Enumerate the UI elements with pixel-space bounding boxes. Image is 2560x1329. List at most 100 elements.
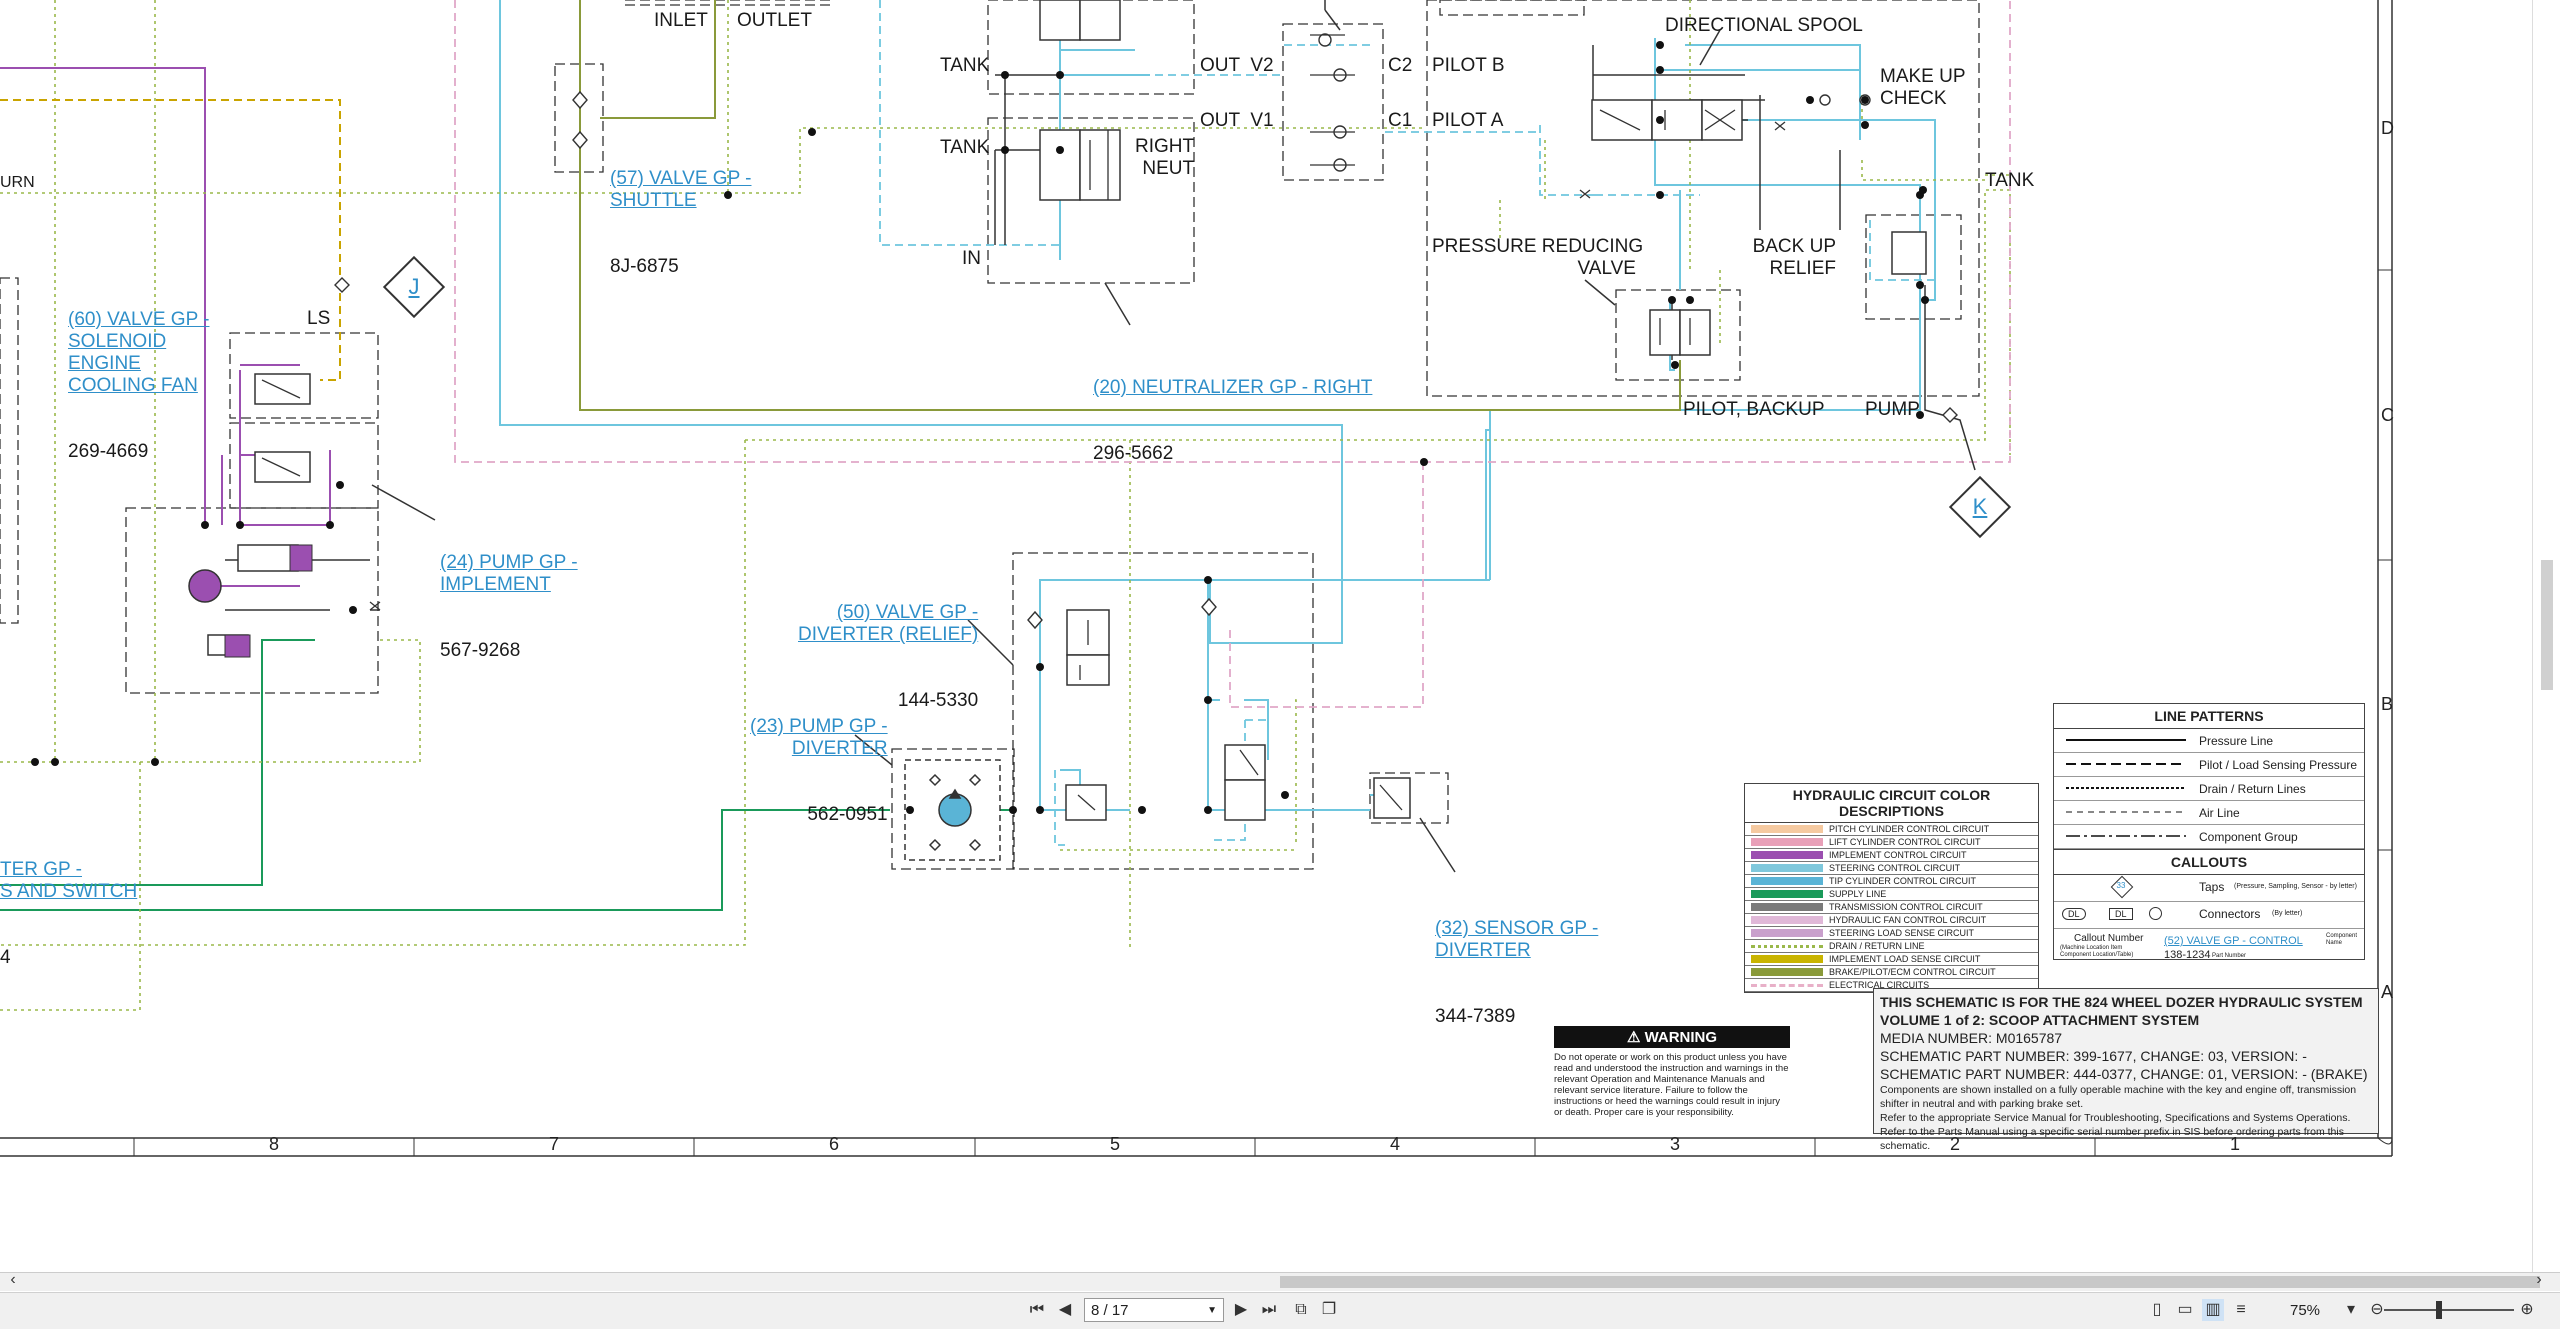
color-legend-row: STEERING LOAD SENSE CIRCUIT bbox=[1745, 927, 2038, 940]
line-patterns-title: LINE PATTERNS bbox=[2054, 704, 2364, 729]
info-line: SCHEMATIC PART NUMBER: 444-0377, CHANGE:… bbox=[1880, 1066, 2368, 1082]
scroll-right-arrow-icon[interactable]: › bbox=[2536, 1271, 2542, 1288]
first-page-icon[interactable]: ⏮ bbox=[1029, 1301, 1045, 1318]
chevron-down-icon[interactable]: ▼ bbox=[1207, 1305, 1217, 1316]
warning-box: ⚠ WARNING Do not operate or work on this… bbox=[1554, 1026, 1790, 1118]
grid-col-6: 6 bbox=[828, 1134, 839, 1154]
example-callout-label: Callout Number bbox=[2074, 933, 2144, 944]
viewer-toolbar: ⏮ ◀ 8 / 17▼ ▶ ⏭ ⧉ ❐ ▯ ▭ ▥ ≡ 75% ▾ ⊖ ⊕ bbox=[0, 1292, 2560, 1329]
color-legend-row: BRAKE/PILOT/ECM CONTROL CIRCUIT bbox=[1745, 966, 2038, 979]
connector-glyph-1: DL bbox=[2062, 908, 2086, 920]
pattern-row: Drain / Return Lines bbox=[2054, 777, 2364, 801]
label-directional-spool: DIRECTIONAL SPOOL bbox=[1665, 15, 1863, 36]
color-swatch bbox=[1751, 929, 1823, 937]
previous-page-icon[interactable]: ◀ bbox=[1058, 1301, 1072, 1318]
warning-header: ⚠ WARNING bbox=[1554, 1026, 1790, 1048]
taps-label: Taps bbox=[2199, 880, 2225, 894]
link-valve-diverter[interactable]: (50) VALVE GP - DIVERTER (RELIEF) bbox=[798, 602, 979, 645]
color-legend-row: HYDRAULIC FAN CONTROL CIRCUIT bbox=[1745, 914, 2038, 927]
vertical-scroll-thumb[interactable] bbox=[2541, 560, 2553, 690]
link-valve-shuttle[interactable]: (57) VALVE GP - SHUTTLE bbox=[610, 168, 752, 211]
callouts-title: CALLOUTS bbox=[2054, 849, 2364, 875]
link-valve-solenoid[interactable]: (60) VALVE GP - SOLENOID ENGINE COOLING … bbox=[68, 309, 210, 396]
color-legend-label: LIFT CYLINDER CONTROL CIRCUIT bbox=[1829, 837, 1981, 847]
color-legend-label: PITCH CYLINDER CONTROL CIRCUIT bbox=[1829, 824, 1990, 834]
part-number: 144-5330 bbox=[897, 690, 979, 711]
part-number: 296-5662 bbox=[1093, 443, 1174, 464]
color-swatch bbox=[1751, 944, 1823, 948]
color-swatch bbox=[1751, 955, 1823, 963]
label-pump: PUMP bbox=[1865, 399, 1920, 420]
zoom-level[interactable]: 75% bbox=[2290, 1302, 2321, 1319]
color-swatch bbox=[1751, 877, 1823, 885]
color-swatch bbox=[1751, 890, 1823, 898]
copy-page-icon[interactable]: ⧉ bbox=[1295, 1301, 1307, 1318]
color-legend-label: STEERING CONTROL CIRCUIT bbox=[1829, 863, 1961, 873]
example-location-note: (Machine Location Item Component Locatio… bbox=[2060, 945, 2134, 958]
color-legend-label: DRAIN / RETURN LINE bbox=[1829, 941, 1925, 951]
link-filter-partial[interactable]: TER GP - S AND SWITCH bbox=[0, 859, 138, 902]
vertical-scrollbar[interactable] bbox=[2532, 0, 2560, 1272]
page-number-field[interactable]: 8 / 17▼ bbox=[1084, 1298, 1224, 1322]
color-legend-title: HYDRAULIC CIRCUIT COLOR DESCRIPTIONS bbox=[1745, 784, 2038, 823]
color-legend-label: SUPPLY LINE bbox=[1829, 889, 1887, 899]
pattern-row: Component Group bbox=[2054, 825, 2364, 849]
warning-body: Do not operate or work on this product u… bbox=[1554, 1052, 1789, 1118]
grid-col-5: 5 bbox=[1109, 1134, 1120, 1154]
tap-k-label[interactable]: K bbox=[1972, 494, 1988, 519]
color-legend-row: TIP CYLINDER CONTROL CIRCUIT bbox=[1745, 875, 2038, 888]
color-swatch bbox=[1751, 983, 1823, 987]
tap-j-label[interactable]: J bbox=[408, 274, 420, 299]
label-urn: URN bbox=[0, 174, 35, 191]
label-tank-1: TANK bbox=[940, 55, 990, 76]
tap-legend-number: 33 bbox=[2116, 881, 2126, 890]
horizontal-scroll-thumb[interactable] bbox=[1280, 1276, 2540, 1288]
link-neutralizer[interactable]: (20) NEUTRALIZER GP - RIGHT bbox=[1093, 377, 1373, 398]
duplicate-page-icon[interactable]: ❐ bbox=[1321, 1301, 1337, 1318]
pattern-label: Air Line bbox=[2199, 806, 2240, 820]
two-page-view-icon[interactable]: ▥ bbox=[2202, 1299, 2224, 1321]
grid-row-d: D bbox=[2381, 118, 2394, 138]
next-page-icon[interactable]: ▶ bbox=[1234, 1301, 1248, 1318]
callout-pump-implement: (24) PUMP GP - IMPLEMENT 567-9268 bbox=[440, 508, 578, 706]
zoom-dropdown-icon[interactable]: ▾ bbox=[2346, 1301, 2356, 1318]
part-number: 8J-6875 bbox=[610, 256, 679, 277]
color-legend-row: DRAIN / RETURN LINE bbox=[1745, 940, 2038, 953]
zoom-out-icon[interactable]: ⊖ bbox=[2370, 1301, 2384, 1318]
label-right-neut: RIGHT NEUT bbox=[1135, 136, 1195, 179]
color-legend-label: HYDRAULIC FAN CONTROL CIRCUIT bbox=[1829, 915, 1987, 925]
sheet-border bbox=[0, 0, 2393, 1157]
single-page-view-icon[interactable]: ▯ bbox=[2152, 1301, 2162, 1318]
color-legend-row: TRANSMISSION CONTROL CIRCUIT bbox=[1745, 901, 2038, 914]
zoom-slider[interactable] bbox=[2384, 1301, 2514, 1319]
example-link[interactable]: (52) VALVE GP - CONTROL bbox=[2164, 935, 2303, 947]
scroll-view-icon[interactable]: ≡ bbox=[2236, 1301, 2246, 1318]
link-pump-diverter[interactable]: (23) PUMP GP - DIVERTER bbox=[750, 716, 888, 759]
part-number: 269-4669 bbox=[68, 441, 149, 462]
zoom-slider-knob[interactable] bbox=[2436, 1301, 2442, 1319]
continuous-view-icon[interactable]: ▭ bbox=[2177, 1301, 2193, 1318]
schematic-drawing bbox=[0, 0, 2393, 1157]
color-swatch bbox=[1751, 851, 1823, 859]
last-page-icon[interactable]: ⏭ bbox=[1261, 1301, 1277, 1318]
label-outlet: OUTLET bbox=[737, 10, 812, 31]
part-number: 562-0951 bbox=[807, 804, 888, 825]
color-legend-row: STEERING CONTROL CIRCUIT bbox=[1745, 862, 2038, 875]
warning-title: WARNING bbox=[1644, 1029, 1718, 1046]
color-legend-row: IMPLEMENT LOAD SENSE CIRCUIT bbox=[1745, 953, 2038, 966]
document-viewer[interactable]: INLET OUTLET TANK TANK OUT V2 OUT V1 C2 … bbox=[0, 0, 2560, 1272]
link-sensor-diverter[interactable]: (32) SENSOR GP - DIVERTER bbox=[1435, 918, 1599, 961]
label-pilot-backup: PILOT, BACKUP bbox=[1683, 399, 1825, 420]
info-line: THIS SCHEMATIC IS FOR THE 824 WHEEL DOZE… bbox=[1880, 994, 2363, 1010]
link-pump-implement[interactable]: (24) PUMP GP - IMPLEMENT bbox=[440, 552, 578, 595]
schematic-info-block: THIS SCHEMATIC IS FOR THE 824 WHEEL DOZE… bbox=[1873, 988, 2379, 1152]
scroll-left-arrow-icon[interactable]: ‹ bbox=[10, 1271, 16, 1288]
callout-pump-diverter: (23) PUMP GP - DIVERTER 562-0951 bbox=[750, 672, 888, 870]
horizontal-scrollbar[interactable]: ‹ › bbox=[0, 1271, 2560, 1291]
label-pilot-a: PILOT A bbox=[1432, 110, 1504, 131]
info-line: MEDIA NUMBER: M0165787 bbox=[1880, 1030, 2063, 1046]
example-part: 138-1234 bbox=[2164, 949, 2211, 961]
grid-col-4: 4 bbox=[1389, 1134, 1400, 1154]
color-legend-rows: PITCH CYLINDER CONTROL CIRCUIT LIFT CYLIN… bbox=[1745, 823, 2038, 992]
zoom-in-icon[interactable]: ⊕ bbox=[2520, 1301, 2534, 1318]
